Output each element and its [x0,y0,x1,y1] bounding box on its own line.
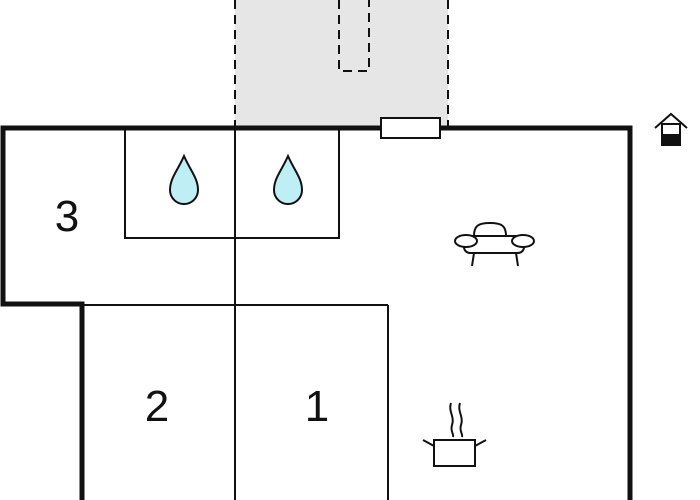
water-drop-icon [272,153,304,205]
window [380,117,441,139]
outer-walls [0,125,633,500]
room-2-label: 2 [145,382,169,431]
sofa-icon [454,221,535,267]
interior-walls [82,127,389,500]
terrace-chimney [338,0,370,72]
room-1-label: 1 [305,382,329,431]
house-icon [654,112,688,146]
water-drop-icon [168,153,200,205]
terrace-area [234,0,449,128]
cooking-pot-icon [422,402,487,467]
room-3-label: 3 [55,192,79,241]
